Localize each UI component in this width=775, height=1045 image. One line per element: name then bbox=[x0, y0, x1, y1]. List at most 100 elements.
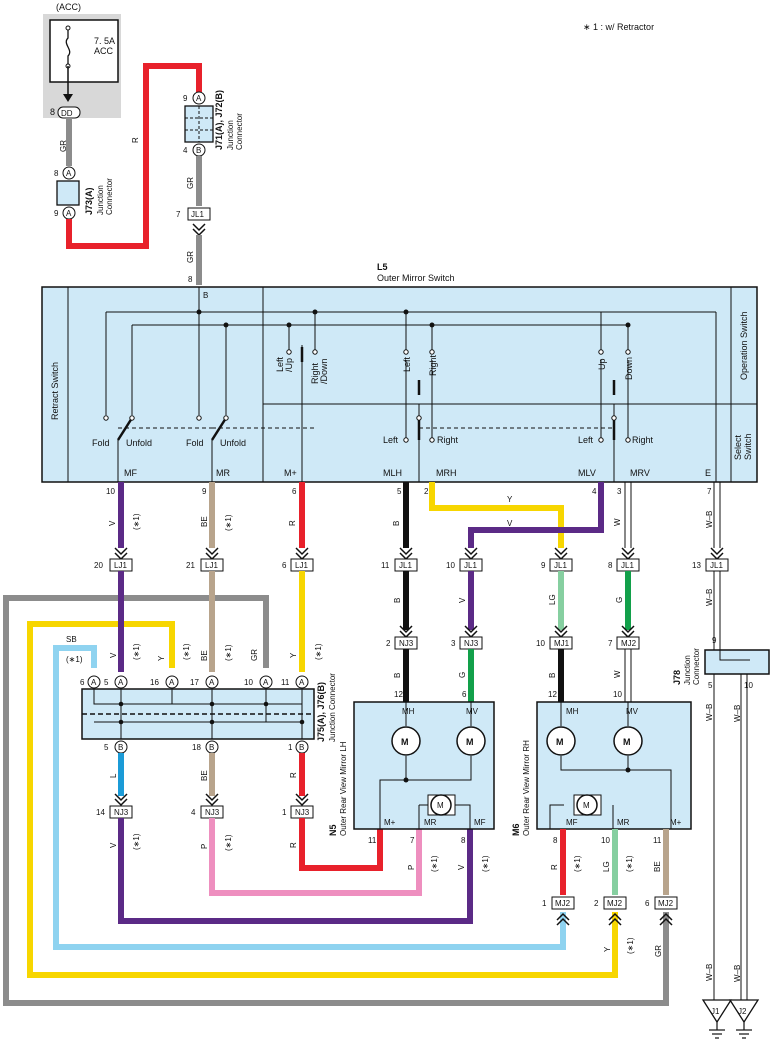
svg-text:(∗1): (∗1) bbox=[224, 834, 233, 851]
svg-text:M: M bbox=[623, 737, 631, 747]
svg-text:8: 8 bbox=[54, 169, 59, 178]
j73-name: J73(A) bbox=[84, 187, 94, 215]
svg-text:Y: Y bbox=[507, 495, 513, 504]
svg-text:Right: Right bbox=[428, 354, 438, 376]
svg-text:10: 10 bbox=[106, 487, 115, 496]
svg-text:Connector: Connector bbox=[692, 648, 701, 685]
svg-text:MLV: MLV bbox=[578, 468, 596, 478]
svg-text:14: 14 bbox=[96, 808, 105, 817]
svg-text:Y: Y bbox=[289, 652, 298, 658]
svg-text:B: B bbox=[548, 673, 557, 678]
svg-text:(∗1): (∗1) bbox=[573, 855, 582, 872]
svg-text:V: V bbox=[109, 652, 118, 658]
motor-icon bbox=[391, 726, 421, 756]
svg-text:2: 2 bbox=[386, 639, 391, 648]
svg-text:Switch: Switch bbox=[743, 433, 753, 460]
svg-text:Junction: Junction bbox=[683, 655, 692, 685]
svg-text:8: 8 bbox=[608, 561, 613, 570]
svg-text:(∗1): (∗1) bbox=[132, 513, 141, 530]
j71-name: J71(A), J72(B) bbox=[214, 90, 224, 150]
svg-text:L: L bbox=[109, 773, 118, 778]
svg-text:V: V bbox=[507, 519, 513, 528]
svg-text:V: V bbox=[108, 520, 117, 526]
svg-text:LG: LG bbox=[602, 861, 611, 872]
svg-text:MRV: MRV bbox=[630, 468, 650, 478]
svg-text:A: A bbox=[169, 678, 175, 687]
svg-text:1: 1 bbox=[288, 743, 293, 752]
svg-text:(∗1): (∗1) bbox=[481, 855, 490, 872]
svg-text:NJ3: NJ3 bbox=[464, 639, 479, 648]
svg-text:11: 11 bbox=[368, 836, 377, 845]
fuse-name: ACC bbox=[94, 46, 114, 56]
fuse-box bbox=[49, 19, 119, 83]
svg-text:Fold: Fold bbox=[92, 438, 110, 448]
svg-text:MV: MV bbox=[466, 707, 479, 716]
svg-text:/Up: /Up bbox=[284, 358, 294, 372]
svg-text:MF: MF bbox=[124, 468, 137, 478]
svg-text:J1: J1 bbox=[711, 1007, 720, 1016]
svg-text:R: R bbox=[289, 772, 298, 778]
svg-text:7: 7 bbox=[707, 487, 712, 496]
svg-text:Y: Y bbox=[603, 946, 612, 952]
svg-text:11: 11 bbox=[653, 836, 662, 845]
svg-text:MJ2: MJ2 bbox=[555, 899, 571, 908]
svg-text:A: A bbox=[209, 678, 215, 687]
svg-text:V: V bbox=[457, 864, 466, 870]
svg-text:M+: M+ bbox=[384, 818, 396, 827]
svg-text:B: B bbox=[392, 521, 401, 526]
svg-text:B: B bbox=[203, 291, 208, 300]
svg-text:Connector: Connector bbox=[235, 113, 244, 150]
svg-text:G: G bbox=[458, 672, 467, 678]
svg-text:A: A bbox=[196, 94, 202, 103]
svg-text:6: 6 bbox=[282, 561, 287, 570]
svg-text:MJ2: MJ2 bbox=[607, 899, 623, 908]
svg-text:BE: BE bbox=[653, 861, 662, 872]
svg-text:MV: MV bbox=[626, 707, 639, 716]
m6-name: Outer Rear View Mirror RH bbox=[522, 740, 531, 836]
svg-text:JL1: JL1 bbox=[621, 561, 634, 570]
svg-text:R: R bbox=[289, 842, 298, 848]
svg-text:10: 10 bbox=[601, 836, 610, 845]
svg-text:LJ1: LJ1 bbox=[114, 561, 127, 570]
svg-text:E: E bbox=[705, 468, 711, 478]
switch-id: L5 bbox=[377, 262, 388, 272]
svg-text:W–B: W–B bbox=[733, 965, 742, 982]
svg-text:12: 12 bbox=[394, 690, 403, 699]
svg-text:A: A bbox=[91, 678, 97, 687]
svg-text:10: 10 bbox=[244, 678, 253, 687]
svg-text:MR: MR bbox=[216, 468, 230, 478]
svg-text:GR: GR bbox=[250, 649, 259, 661]
svg-text:9: 9 bbox=[54, 209, 59, 218]
retract-label: Retract Switch bbox=[50, 362, 60, 420]
svg-text:10: 10 bbox=[744, 681, 753, 690]
svg-text:4: 4 bbox=[183, 146, 188, 155]
svg-text:11: 11 bbox=[381, 561, 390, 570]
svg-text:JL1: JL1 bbox=[464, 561, 477, 570]
svg-text:5: 5 bbox=[104, 743, 109, 752]
svg-text:SB: SB bbox=[66, 635, 77, 644]
svg-text:BE: BE bbox=[200, 516, 209, 527]
svg-text:1: 1 bbox=[282, 808, 287, 817]
svg-text:MRH: MRH bbox=[436, 468, 457, 478]
svg-text:MF: MF bbox=[474, 818, 486, 827]
svg-text:6: 6 bbox=[645, 899, 650, 908]
svg-text:R: R bbox=[288, 520, 297, 526]
svg-text:(∗1): (∗1) bbox=[314, 643, 323, 660]
svg-text:1: 1 bbox=[542, 899, 547, 908]
svg-text:9: 9 bbox=[541, 561, 546, 570]
svg-text:Junction: Junction bbox=[226, 120, 235, 150]
svg-text:(∗1): (∗1) bbox=[224, 644, 233, 661]
svg-text:7: 7 bbox=[608, 639, 613, 648]
m6-id: M6 bbox=[511, 823, 521, 836]
svg-text:LJ1: LJ1 bbox=[205, 561, 218, 570]
svg-text:8: 8 bbox=[553, 836, 558, 845]
svg-text:A: A bbox=[66, 169, 72, 178]
motor-icon bbox=[546, 726, 576, 756]
svg-text:M: M bbox=[556, 737, 564, 747]
svg-text:W–B: W–B bbox=[705, 704, 714, 721]
svg-text:18: 18 bbox=[192, 743, 201, 752]
svg-text:9: 9 bbox=[202, 487, 207, 496]
outer-mirror-switch bbox=[41, 286, 758, 483]
svg-text:LG: LG bbox=[548, 594, 557, 605]
